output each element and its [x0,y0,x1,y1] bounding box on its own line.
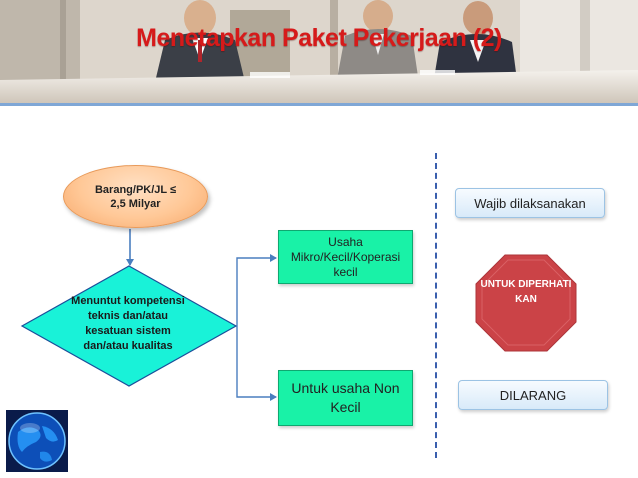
decision-diamond [20,265,238,387]
header-divider [0,103,638,106]
decision-label: Menuntut kompetensi teknis dan/atau kesa… [71,295,185,352]
stop-sign-icon [475,254,577,352]
arrow-to-top-branch [236,254,277,325]
start-node: Barang/PK/JL ≤ 2,5 Milyar [63,165,208,228]
arrow-to-bottom-branch [236,325,277,401]
meeting-photo [0,0,638,103]
branch-top-node: Usaha Mikro/Kecil/Koperasi kecil [278,230,413,284]
section-divider [435,153,437,458]
stop-sign-label: UNTUK DIPERHATI KAN [480,279,572,305]
branch-bottom-label: Untuk usaha Non Kecil [291,380,400,415]
branch-bottom-node: Untuk usaha Non Kecil [278,370,413,426]
legend-forbidden-box: DILARANG [458,380,608,410]
branch-top-label: Usaha Mikro/Kecil/Koperasi kecil [290,234,401,279]
legend-forbidden-label: DILARANG [499,387,567,403]
legend-required-label: Wajib dilaksanakan [474,195,586,211]
legend-required-box: Wajib dilaksanakan [455,188,605,218]
start-node-label: Barang/PK/JL ≤ 2,5 Milyar [94,183,177,210]
globe-logo-icon [6,410,68,472]
slide-title: Menetapkan Paket Pekerjaan (2) [136,24,502,52]
header-banner: Menetapkan Paket Pekerjaan (2) [0,0,638,103]
